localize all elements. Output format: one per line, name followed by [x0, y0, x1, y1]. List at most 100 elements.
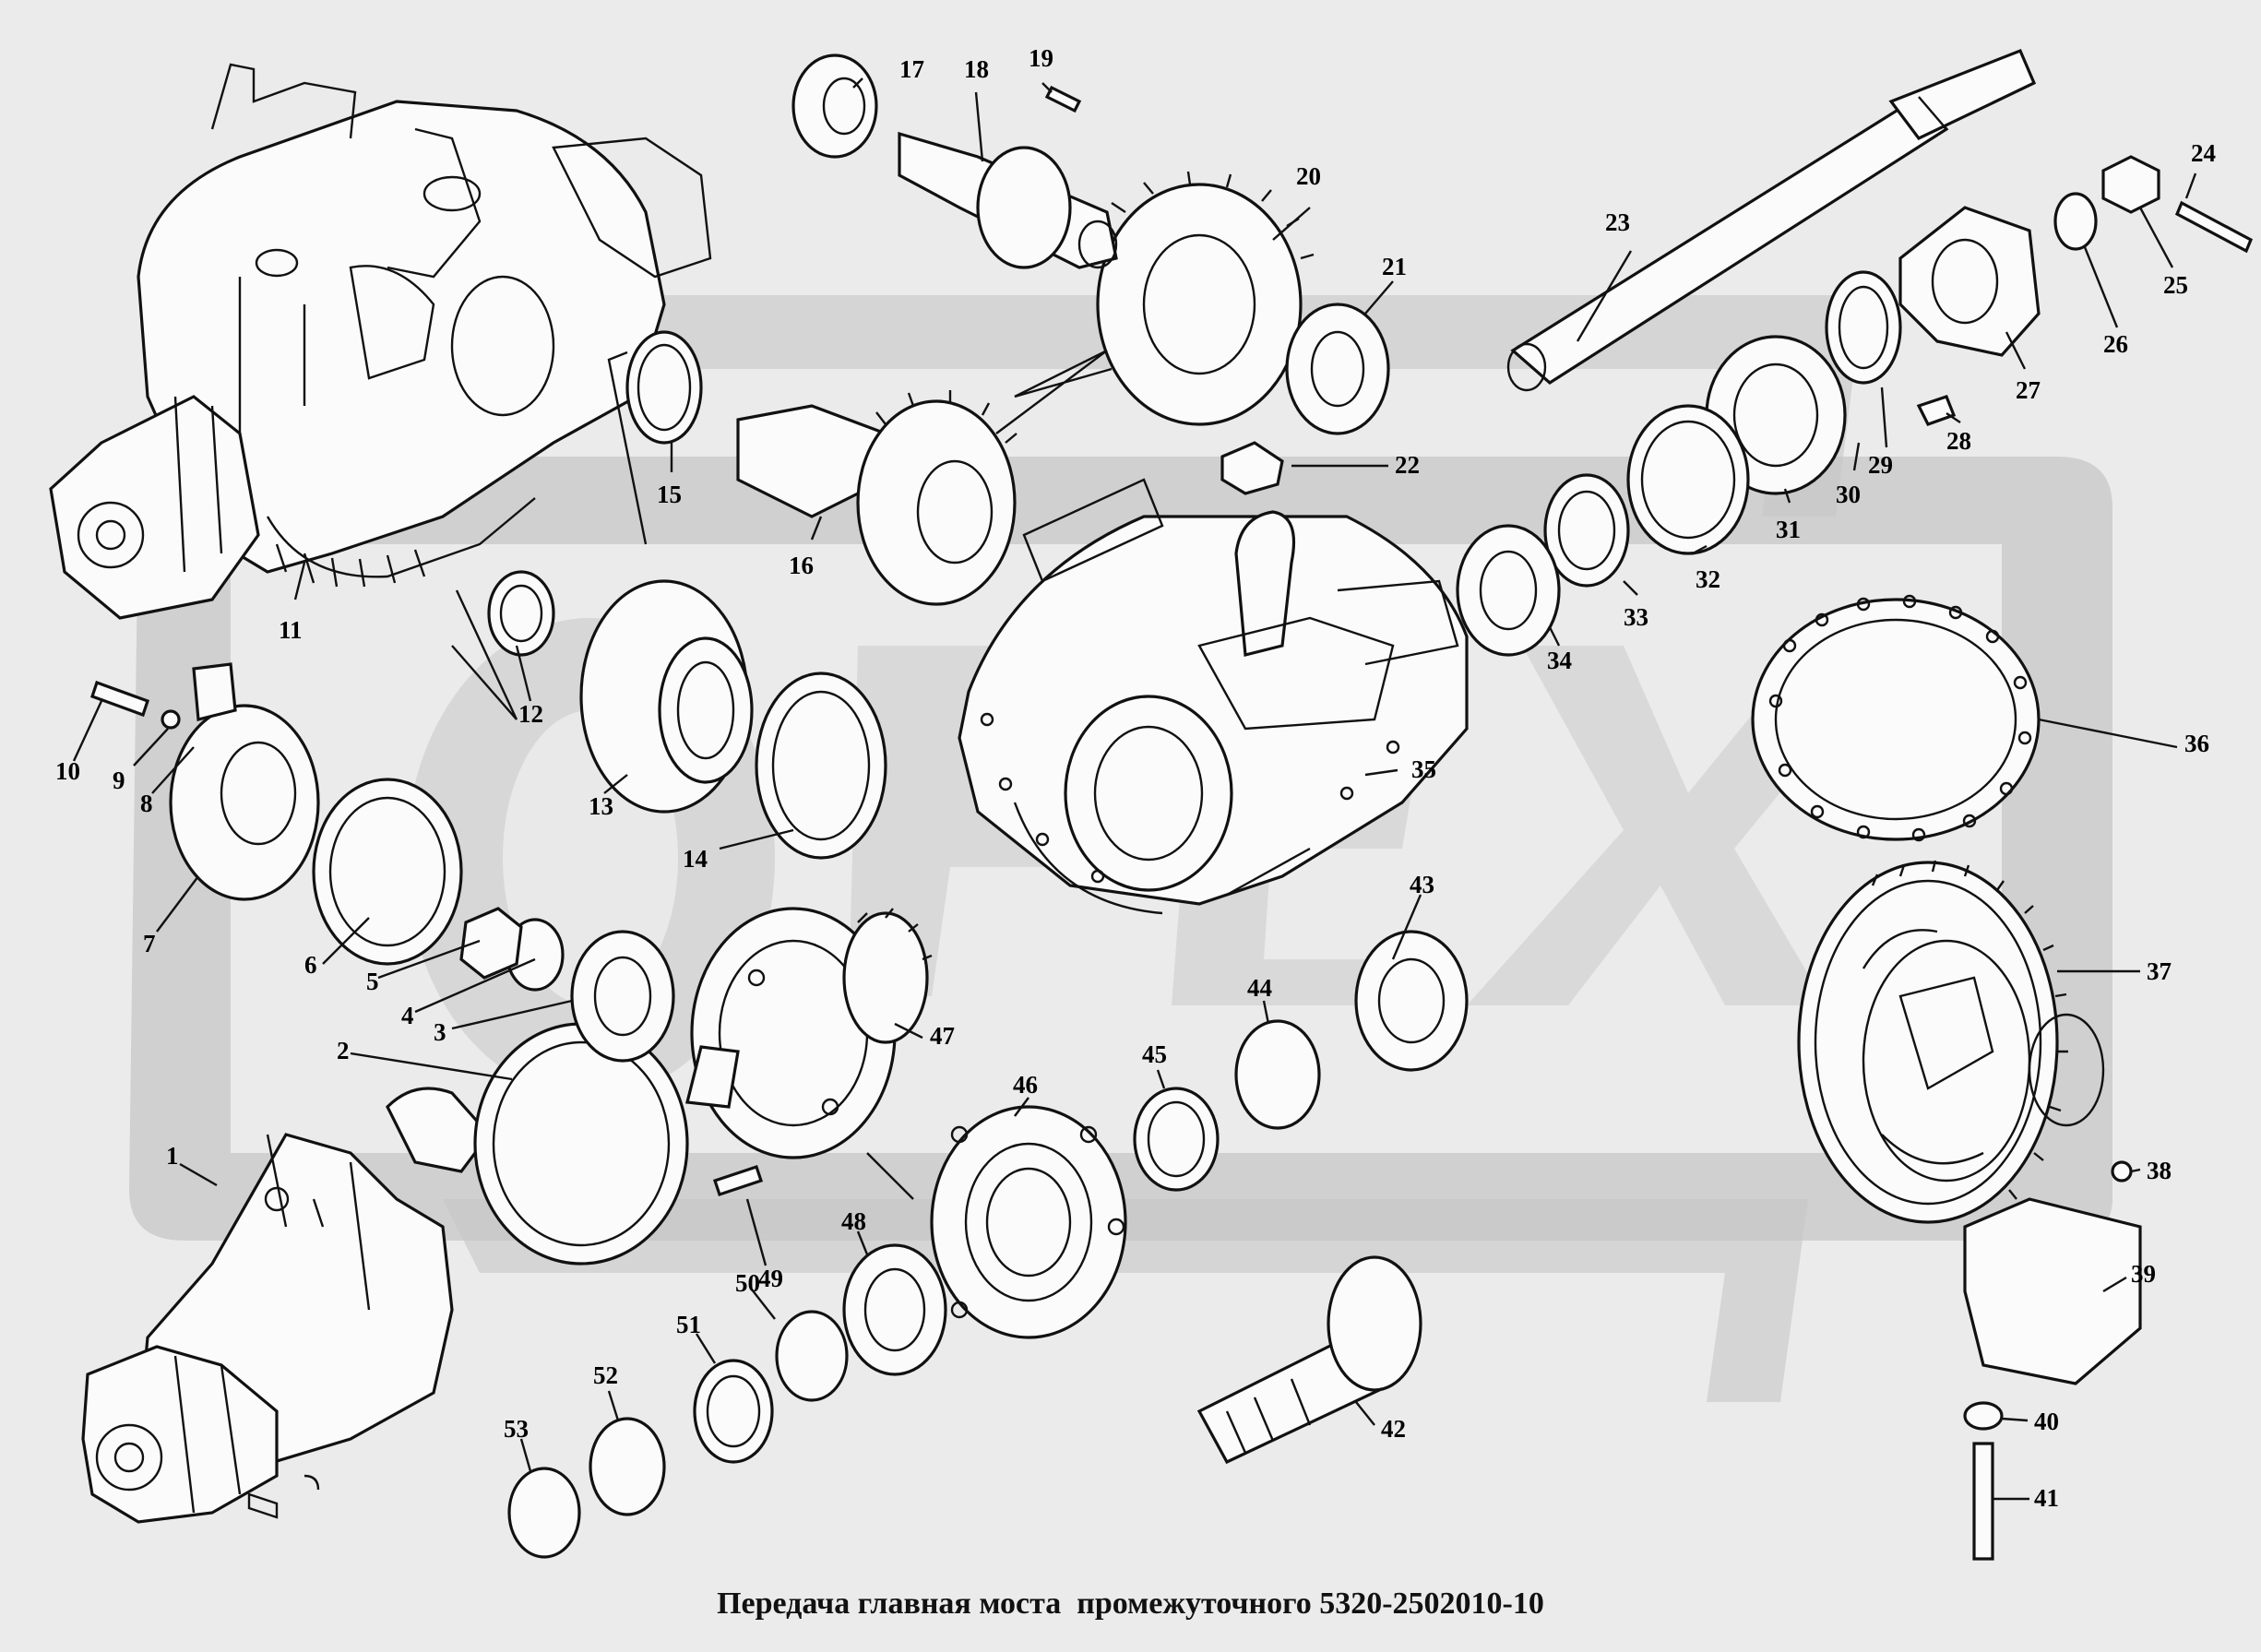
label-part-15: 15	[657, 481, 682, 508]
part-35-carrier-housing	[958, 478, 1469, 915]
part-19-key	[1044, 85, 1082, 113]
label-part-38: 38	[2147, 1157, 2172, 1184]
label-part-1: 1	[166, 1142, 179, 1170]
label-part-48: 48	[841, 1207, 866, 1235]
part-23-shaft	[1506, 48, 2037, 392]
label-part-44: 44	[1247, 974, 1272, 1002]
part-3-bearing	[570, 930, 675, 1063]
label-part-46: 46	[1013, 1071, 1038, 1099]
label-part-39: 39	[2131, 1260, 2156, 1288]
part-24-cotter-pin	[2174, 200, 2254, 254]
label-part-13: 13	[589, 792, 613, 820]
part-52-snap-ring	[589, 1417, 666, 1516]
label-part-47: 47	[930, 1022, 955, 1050]
label-part-24: 24	[2191, 139, 2216, 167]
label-part-21: 21	[1382, 253, 1407, 280]
label-part-45: 45	[1142, 1040, 1167, 1068]
label-part-25: 25	[2163, 271, 2188, 299]
label-part-2: 2	[337, 1037, 350, 1064]
part-25-nut	[2101, 155, 2160, 214]
label-part-51: 51	[676, 1311, 701, 1338]
part-17-bearing	[791, 53, 878, 159]
part-1-housing-lower	[81, 1087, 492, 1524]
part-18-drive-gear-shaft	[898, 131, 1118, 269]
part-47-interaxle-differential	[685, 907, 933, 1159]
part-46-bearing-cage	[930, 1105, 1127, 1339]
part-27-flange	[1898, 206, 2041, 357]
part-6-gasket	[312, 778, 463, 966]
part-26-washer	[2053, 192, 2098, 251]
label-part-22: 22	[1395, 451, 1420, 479]
label-part-26: 26	[2103, 330, 2128, 358]
label-part-10: 10	[55, 757, 80, 785]
label-part-29: 29	[1868, 451, 1893, 479]
part-number-labels: 1 2 3 4 5 6 7 8 9 10 11 12 13 14 15 16 1…	[55, 44, 2216, 1512]
label-part-28: 28	[1946, 427, 1971, 455]
label-part-42: 42	[1381, 1415, 1406, 1443]
parts-8-9-10-fasteners	[89, 662, 237, 730]
label-part-5: 5	[366, 968, 379, 995]
label-part-14: 14	[683, 845, 708, 873]
part-12-shims	[487, 570, 555, 657]
label-part-34: 34	[1547, 647, 1572, 674]
label-part-11: 11	[279, 616, 303, 644]
part-48-bearing	[842, 1243, 947, 1376]
label-part-30: 30	[1836, 481, 1861, 508]
part-28-bolt	[1916, 395, 1957, 426]
part-16-drive-pinion	[736, 390, 1017, 606]
part-20-bevel-gear	[1096, 171, 1315, 426]
label-part-12: 12	[518, 700, 543, 728]
label-part-3: 3	[434, 1018, 446, 1046]
part-36-gasket	[1751, 594, 2041, 842]
label-part-4: 4	[401, 1002, 414, 1029]
label-part-6: 6	[304, 951, 317, 979]
label-part-32: 32	[1696, 565, 1720, 593]
part-34-bearing	[1456, 524, 1561, 657]
label-part-17: 17	[899, 55, 924, 83]
label-part-7: 7	[143, 930, 156, 957]
label-part-19: 19	[1029, 44, 1053, 72]
label-part-18: 18	[964, 55, 989, 83]
part-44-sleeve	[1234, 1019, 1321, 1130]
part-33-shim	[1543, 473, 1630, 588]
label-part-27: 27	[2016, 376, 2041, 404]
label-part-9: 9	[113, 767, 125, 794]
diagram-title: Передача главная моста промежуточного 53…	[717, 1587, 1544, 1621]
part-29-seal	[1825, 270, 1902, 385]
part-5-nut	[459, 907, 523, 980]
part-15-bearing-cup	[625, 330, 703, 445]
label-part-49: 49	[758, 1265, 783, 1292]
part-51-thrust-washer	[693, 1359, 774, 1464]
label-part-16: 16	[789, 552, 814, 579]
part-21-bearing	[1285, 303, 1390, 435]
label-part-20: 20	[1296, 162, 1321, 190]
label-part-43: 43	[1410, 871, 1434, 898]
label-part-50: 50	[735, 1269, 760, 1297]
label-part-40: 40	[2034, 1408, 2059, 1435]
label-part-33: 33	[1624, 603, 1648, 631]
part-49-bolt	[712, 1164, 764, 1197]
part-42-input-shaft	[1196, 1255, 1422, 1465]
part-14-gasket	[755, 671, 887, 860]
label-part-52: 52	[593, 1361, 618, 1389]
part-53-nut	[507, 1467, 581, 1559]
part-50-nut	[775, 1310, 849, 1402]
label-part-31: 31	[1776, 516, 1801, 543]
leader-lines	[72, 77, 2197, 1501]
label-part-41: 41	[2034, 1484, 2059, 1512]
part-32-gasket	[1626, 404, 1750, 555]
part-37-differential	[1797, 860, 2105, 1224]
part-7-cover	[169, 704, 320, 901]
part-13-bearing-cup-flange	[579, 579, 754, 814]
part-43-bearing	[1354, 930, 1469, 1072]
label-part-53: 53	[504, 1415, 529, 1443]
part-45-spring	[1133, 1087, 1220, 1192]
label-part-37: 37	[2147, 957, 2172, 985]
label-part-8: 8	[140, 790, 153, 817]
label-part-35: 35	[1411, 755, 1436, 783]
part-2-gasket	[473, 1022, 689, 1266]
part-22-plug	[1220, 441, 1284, 495]
label-part-23: 23	[1605, 208, 1630, 236]
label-part-36: 36	[2184, 730, 2209, 757]
